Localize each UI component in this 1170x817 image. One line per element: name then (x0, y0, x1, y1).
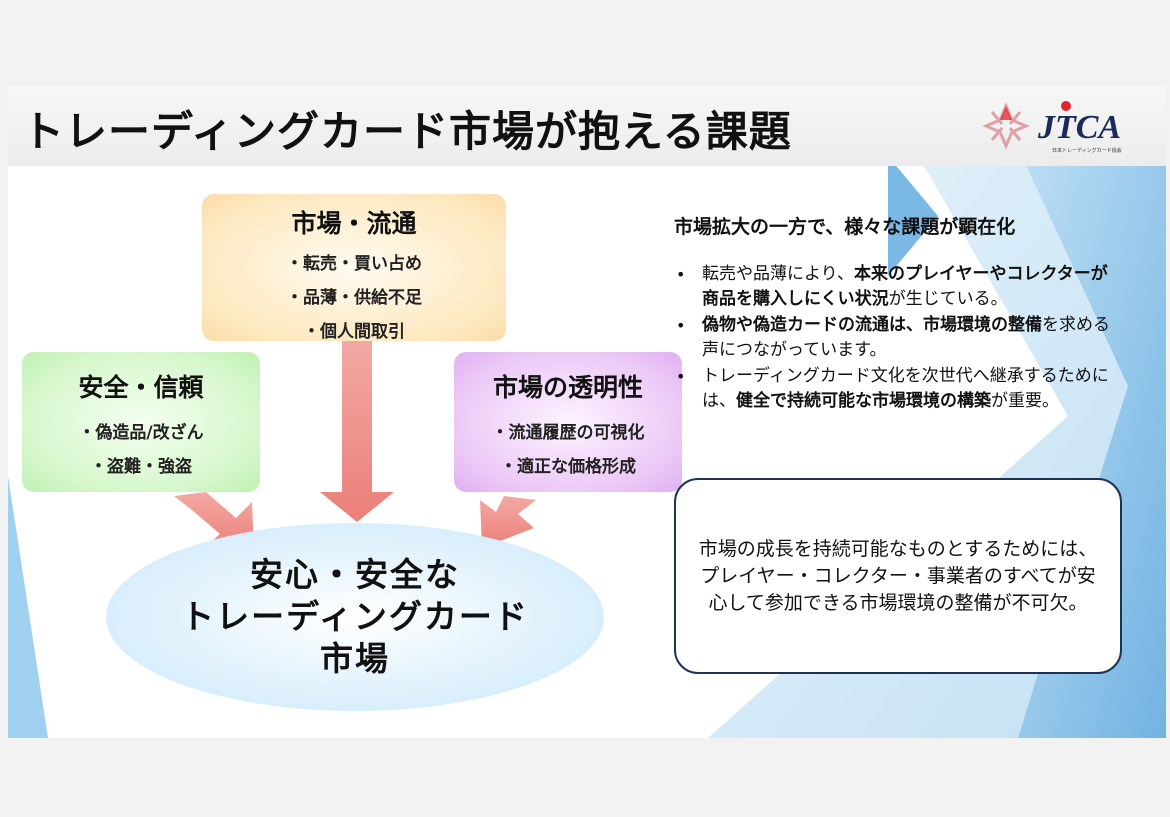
goal-line: トレーディングカード (181, 597, 529, 636)
title-band (8, 86, 1166, 166)
bullet-item: 偽物や偽造カードの流通は、市場環境の整備を求める声につながっています。 (672, 313, 1112, 363)
logo-text: JTCA (1037, 109, 1121, 146)
logo-mark-icon: JTCA 日本トレーディングカード協会 (982, 101, 1122, 154)
right-heading: 市場拡大の一方で、様々な課題が顕在化 (674, 216, 1016, 238)
card-safety-trust: 安全・信頼 ・偽造品/改ざん ・盗難・強盗 (22, 352, 260, 492)
bullet-item: トレーディングカード文化を次世代へ継承するためには、健全で持続可能な市場環境の構… (672, 364, 1112, 414)
conclusion-box: 市場の成長を持続可能なものとするためには、プレイヤー・コレクター・事業者のすべて… (674, 478, 1122, 674)
card-title: 安全・信頼 (78, 373, 204, 402)
goal-text: 安心・安全な トレーディングカード 市場 (181, 554, 529, 680)
list-item: ・偽造品/改ざん (78, 423, 204, 443)
card-market-transparency: 市場の透明性 ・流通履歴の可視化 ・適正な価格形成 (454, 352, 682, 492)
goal-line: 市場 (319, 639, 390, 678)
logo-subtitle: 日本トレーディングカード協会 (1052, 147, 1122, 154)
jtca-logo: JTCA 日本トレーディングカード協会 (980, 96, 1156, 156)
page-title: トレーディングカード市場が抱える課題 (22, 107, 792, 156)
slide: トレーディングカード市場が抱える課題 JTCA 日本トレーディングカード協会 (8, 86, 1166, 738)
card-title: 市場の透明性 (492, 373, 643, 402)
list-item: ・個人間取引 (303, 322, 405, 342)
list-item: ・盗難・強盗 (90, 457, 192, 477)
arrow-down (320, 340, 394, 522)
list-item: ・適正な価格形成 (500, 457, 636, 477)
list-item: ・品薄・供給不足 (286, 288, 422, 308)
bullet-item: 転売や品薄により、本来のプレイヤーやコレクターが商品を購入しにくい状況が生じてい… (672, 262, 1112, 312)
goal-ellipse: 安心・安全な トレーディングカード 市場 (106, 523, 604, 711)
card-market-distribution: 市場・流通 ・転売・買い占め ・品薄・供給不足 ・個人間取引 (202, 194, 506, 342)
conclusion-text: 市場の成長を持続可能なものとするためには、プレイヤー・コレクター・事業者のすべて… (698, 537, 1098, 614)
card-title: 市場・流通 (291, 209, 417, 238)
list-item: ・転売・買い占め (286, 254, 422, 274)
arrow-right-diagonal (480, 496, 536, 548)
goal-line: 安心・安全な (249, 555, 460, 594)
list-item: ・流通履歴の可視化 (491, 423, 645, 443)
issue-bullets: 転売や品薄により、本来のプレイヤーやコレクターが商品を購入しにくい状況が生じてい… (672, 262, 1112, 415)
